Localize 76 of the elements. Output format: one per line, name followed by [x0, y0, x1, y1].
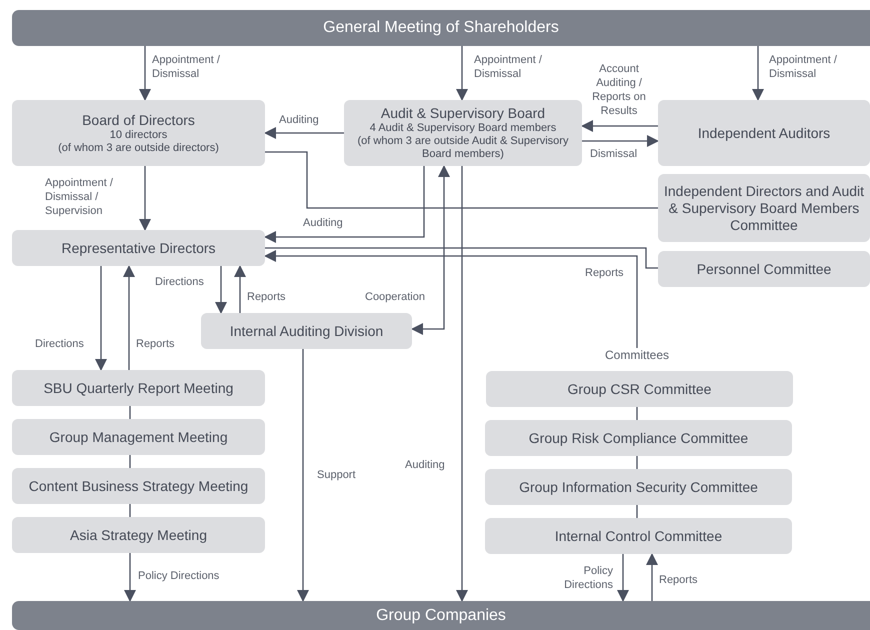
edge-label: Support: [317, 468, 356, 482]
org-box: [658, 174, 870, 242]
box-subtitle: 10 directors: [110, 128, 168, 142]
arrow: [581, 120, 658, 132]
box-subtitle: 4 Audit & Supervisory Board members: [370, 122, 556, 135]
arrow: [234, 265, 246, 313]
header-bar: [12, 10, 870, 46]
connector-line: [129, 406, 131, 419]
arrow: [646, 553, 658, 601]
org-box: [12, 230, 265, 266]
arrow: [297, 349, 309, 602]
edge-label: Auditing: [279, 113, 319, 127]
edge-label: Reports: [247, 290, 286, 304]
org-box: [658, 100, 870, 166]
org-box: [485, 420, 792, 456]
org-box: [12, 100, 265, 166]
box-title: SBU Quarterly Report Meeting: [44, 380, 234, 396]
edge-label: Reports: [585, 266, 624, 280]
connector-line: [129, 504, 131, 517]
box-title: Group Management Meeting: [49, 428, 228, 446]
connector-line: [265, 151, 658, 209]
box-title: Asia Strategy Meeting: [70, 526, 207, 544]
org-box: [486, 371, 793, 407]
header-bar: [12, 601, 870, 630]
org-box: [12, 370, 265, 406]
arrow: [264, 250, 638, 348]
box-title: Group CSR Committee: [568, 380, 712, 398]
box-title: Representative Directors: [61, 240, 216, 256]
org-box: [12, 517, 265, 553]
group-heading: Committees: [597, 348, 677, 363]
org-box: [344, 100, 582, 166]
arrow: [139, 166, 151, 231]
box-title: Group Companies: [376, 606, 506, 626]
org-box: [485, 518, 792, 554]
box-title: Independent Auditors: [698, 124, 830, 142]
arrow: [264, 166, 425, 243]
edge-label: Auditing: [405, 458, 445, 472]
box-title: Audit & Supervisory Board: [380, 105, 546, 122]
box-title: Independent Directors and Audit & Supervisory Board Members Committee: [662, 182, 866, 234]
connector-line: [636, 407, 638, 420]
box-title: General Meeting of Shareholders: [323, 18, 559, 38]
org-box: [201, 313, 412, 349]
box-title: Personnel Committee: [696, 260, 832, 278]
box-title: Content Business Strategy Meeting: [28, 478, 248, 494]
box-title: Internal Auditing Division: [230, 322, 384, 340]
arrow: [124, 553, 136, 602]
arrow: [139, 46, 151, 101]
arrow: [456, 166, 468, 602]
edge-label: Policy Directions: [138, 569, 220, 583]
arrow: [456, 46, 468, 101]
box-title: Internal Control Committee: [554, 528, 722, 544]
arrow: [95, 266, 107, 371]
box-title: Group Information Security Committee: [519, 478, 758, 496]
edge-label: Reports: [136, 337, 175, 351]
box-subtitle: (of whom 3 are outside directors): [58, 142, 219, 154]
box-title: Board of Directors: [82, 112, 195, 128]
org-box: [485, 469, 792, 505]
edge-label: Cooperation: [365, 290, 425, 304]
connector-line: [129, 455, 131, 468]
connector-line: [636, 505, 638, 518]
box-subtitle: (of whom 3 are outside Audit & Supervisory Board members): [356, 135, 570, 161]
edge-label: Auditing: [303, 216, 343, 230]
org-box: [658, 251, 870, 287]
org-box: [12, 468, 265, 504]
arrow: [617, 554, 629, 602]
connector-line: [636, 456, 638, 469]
box-title: Group Risk Compliance Committee: [528, 430, 748, 446]
connector-line: [265, 247, 658, 269]
arrow: [264, 127, 344, 139]
arrow: [215, 266, 227, 314]
arrow: [123, 265, 135, 370]
arrow: [582, 135, 659, 147]
edge-label: Reports: [659, 573, 698, 587]
arrow: [411, 165, 450, 335]
org-box: [12, 419, 265, 455]
arrow: [752, 46, 764, 101]
